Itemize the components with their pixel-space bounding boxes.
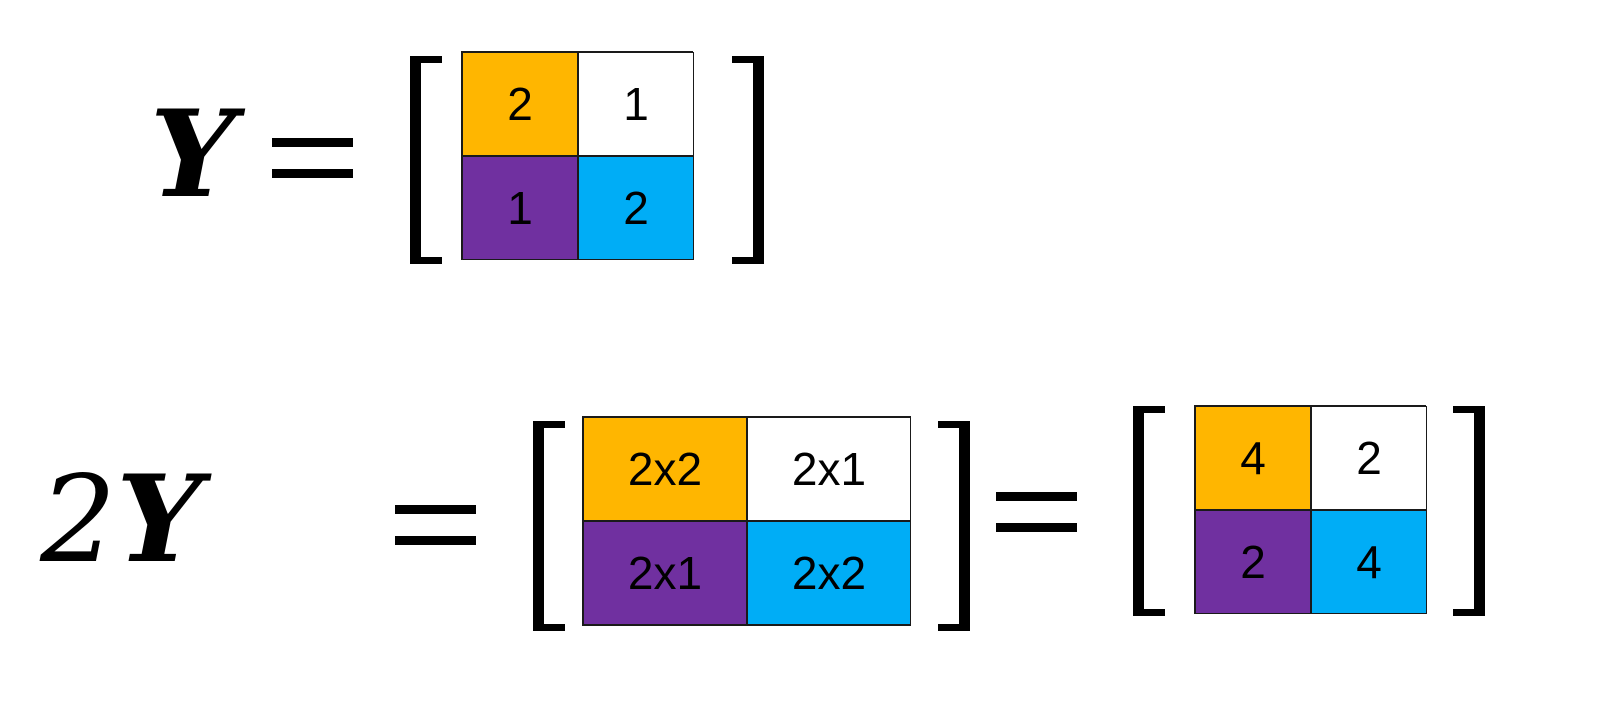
matrix-result-cell-0: 4 bbox=[1195, 406, 1311, 510]
matrix-y-cell-2-value: 1 bbox=[507, 182, 533, 234]
matrix-result: 4 2 2 4 bbox=[1194, 405, 1427, 614]
matrix-expansion-cell-1-value: 2x1 bbox=[791, 443, 867, 495]
two-y-symbol-text: Y bbox=[116, 449, 203, 590]
right-bracket-expansion bbox=[938, 421, 970, 631]
matrix-result-cell-1: 2 bbox=[1311, 406, 1427, 510]
matrix-result-cell-2-value: 2 bbox=[1240, 536, 1266, 588]
matrix-result-cell-0-value: 4 bbox=[1240, 432, 1266, 484]
matrix-expansion-cell-0: 2x2 bbox=[583, 417, 747, 521]
left-bracket-result bbox=[1133, 406, 1165, 616]
coefficient-text: 2 bbox=[40, 451, 117, 590]
left-bracket-row1 bbox=[410, 56, 442, 264]
left-bracket-expansion bbox=[533, 421, 565, 631]
matrix-y-cell-3-value: 2 bbox=[623, 182, 649, 234]
matrix-result-cell-2: 2 bbox=[1195, 510, 1311, 614]
matrix-result-cell-3-value: 4 bbox=[1356, 536, 1382, 588]
right-bracket-row1 bbox=[732, 56, 764, 264]
matrix-result-cell-3: 4 bbox=[1311, 510, 1427, 614]
matrix-expansion-cell-3-value: 2x2 bbox=[791, 547, 867, 599]
equals-sign-row2-second bbox=[996, 492, 1077, 532]
matrix-expansion-cell-0-value: 2x2 bbox=[627, 443, 703, 495]
equals-sign-row1 bbox=[272, 138, 353, 178]
y-symbol: Y bbox=[150, 95, 236, 215]
matrix-expansion: 2x2 2x1 2x1 2x2 bbox=[582, 416, 911, 626]
equals-sign-row2-first bbox=[395, 505, 476, 545]
matrix-expansion-cell-2: 2x1 bbox=[583, 521, 747, 625]
matrix-y: 2 1 1 2 bbox=[461, 51, 694, 260]
matrix-y-cell-1-value: 1 bbox=[623, 78, 649, 130]
y-symbol-text: Y bbox=[150, 84, 236, 225]
matrix-expansion-cell-3: 2x2 bbox=[747, 521, 911, 625]
matrix-y-cell-2: 1 bbox=[462, 156, 578, 260]
matrix-y-cell-3: 2 bbox=[578, 156, 694, 260]
matrix-result-cell-1-value: 2 bbox=[1356, 432, 1382, 484]
right-bracket-result bbox=[1453, 406, 1485, 616]
matrix-y-cell-0-value: 2 bbox=[507, 78, 533, 130]
matrix-expansion-cell-1: 2x1 bbox=[747, 417, 911, 521]
two-y-symbol: 2Y bbox=[40, 460, 202, 581]
matrix-expansion-cell-2-value: 2x1 bbox=[627, 547, 703, 599]
matrix-y-cell-1: 1 bbox=[578, 52, 694, 156]
matrix-y-cell-0: 2 bbox=[462, 52, 578, 156]
